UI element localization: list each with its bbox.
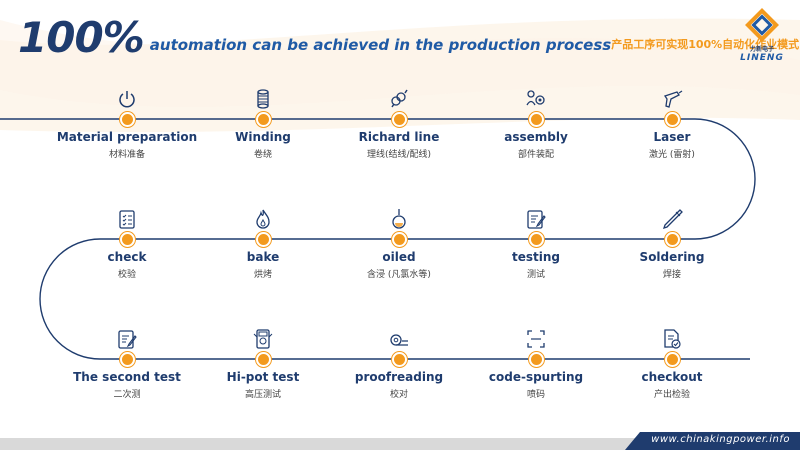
step-hi-pot-test: Hi-pot test 高压测试 xyxy=(188,328,338,400)
step-dot xyxy=(256,232,271,247)
headline-english: automation can be achieved in the produc… xyxy=(149,36,612,54)
step-label-cn: 卷绕 xyxy=(253,150,272,160)
step-dot xyxy=(529,112,544,127)
company-logo: 力新电子 LINENG xyxy=(736,8,788,64)
step-label-en: Winding xyxy=(235,130,291,144)
step-label-en: The second test xyxy=(73,370,181,384)
tweezers-icon xyxy=(662,209,683,230)
step-label-cn: 喷码 xyxy=(526,390,545,400)
step-label-en: proofreading xyxy=(354,370,444,384)
step-label-cn: 校对 xyxy=(389,390,408,400)
headline-percent: 100% xyxy=(18,13,145,62)
step-dot xyxy=(120,232,135,247)
step-label-cn: 高压测试 xyxy=(244,390,281,400)
step-label-en: code-spurting xyxy=(488,370,584,384)
step-label-en: assembly xyxy=(504,130,568,144)
step-dot xyxy=(120,112,135,127)
step-label-en: Laser xyxy=(653,130,691,144)
step-check: check 校验 xyxy=(52,208,202,280)
step-label-cn: 激光 (雷射) xyxy=(649,150,695,160)
step-label-cn: 理线(结线/配线) xyxy=(366,150,432,160)
step-label-en: testing xyxy=(512,250,560,264)
step-label-cn: 材料准备 xyxy=(108,150,145,160)
step-label-en: Richard line xyxy=(358,130,440,144)
wire-icon xyxy=(391,89,408,108)
page-header: 100% automation can be achieved in the p… xyxy=(18,10,799,60)
step-label-cn: 含浸 (凡氯水等) xyxy=(367,270,431,280)
step-dot xyxy=(392,112,407,127)
step-label-en: checkout xyxy=(641,370,703,384)
checklist-icon xyxy=(119,210,135,229)
flame-icon xyxy=(256,209,270,229)
step-assembly: assembly 部件装配 xyxy=(461,88,611,160)
logo-english: LINENG xyxy=(740,53,784,63)
step-dot xyxy=(529,232,544,247)
step-label-en: oiled xyxy=(382,250,416,264)
step-dot xyxy=(665,352,680,367)
logo-mark-icon xyxy=(745,8,779,42)
step-label-cn: 烘烤 xyxy=(253,270,272,280)
edit-form-icon xyxy=(118,330,137,349)
step-code-spurting: code-spurting 喷码 xyxy=(461,328,611,400)
step-dot xyxy=(256,112,271,127)
step-dot xyxy=(665,112,680,127)
step-dot xyxy=(392,352,407,367)
step-label-cn: 测试 xyxy=(526,270,545,280)
test-form-icon xyxy=(527,210,546,229)
spool-icon xyxy=(257,89,269,109)
step-label-en: Hi-pot test xyxy=(226,370,300,384)
step-laser: Laser 激光 (雷射) xyxy=(597,88,747,160)
scan-frame-icon xyxy=(527,330,545,348)
step-richard-line: Richard line 理线(结线/配线) xyxy=(324,88,474,160)
step-label-cn: 部件装配 xyxy=(517,150,554,160)
multimeter-icon xyxy=(253,329,273,349)
step-oiled: oiled 含浸 (凡氯水等) xyxy=(324,208,474,280)
footer-bar xyxy=(0,432,800,450)
document-check-icon xyxy=(664,329,681,349)
step-label-cn: 校验 xyxy=(117,270,136,280)
step-dot xyxy=(392,232,407,247)
laser-gun-icon xyxy=(663,90,683,108)
step-testing: testing 测试 xyxy=(461,208,611,280)
step-checkout: checkout 产出检验 xyxy=(597,328,747,400)
step-dot xyxy=(529,352,544,367)
tape-icon xyxy=(390,334,408,346)
step-label-en: Soldering xyxy=(639,250,705,264)
headline-chinese: 产品工序可实现100%自动化作业模式 xyxy=(611,38,800,51)
step-winding: Winding 卷绕 xyxy=(188,88,338,160)
step-label-en: check xyxy=(107,250,147,264)
step-material-preparation: Material preparation 材料准备 xyxy=(52,88,202,160)
step-soldering: Soldering 焊接 xyxy=(597,208,747,280)
step-label-cn: 焊接 xyxy=(662,270,681,280)
step-second-test: The second test 二次测 xyxy=(52,328,202,400)
step-proofreading: proofreading 校对 xyxy=(324,328,474,400)
oil-icon xyxy=(392,209,406,229)
assembly-icon xyxy=(526,90,545,106)
step-dot xyxy=(120,352,135,367)
step-dot xyxy=(256,352,271,367)
logo-chinese: 力新电子 xyxy=(749,46,774,53)
step-label-cn: 产出检验 xyxy=(653,390,690,400)
step-dot xyxy=(665,232,680,247)
step-label-en: Material preparation xyxy=(56,130,198,144)
step-label-en: bake xyxy=(246,250,280,264)
step-label-cn: 二次测 xyxy=(113,390,141,400)
power-icon xyxy=(119,91,135,108)
footer-website: www.chinakingpower.info xyxy=(651,434,790,445)
step-bake: bake 烘烤 xyxy=(188,208,338,280)
